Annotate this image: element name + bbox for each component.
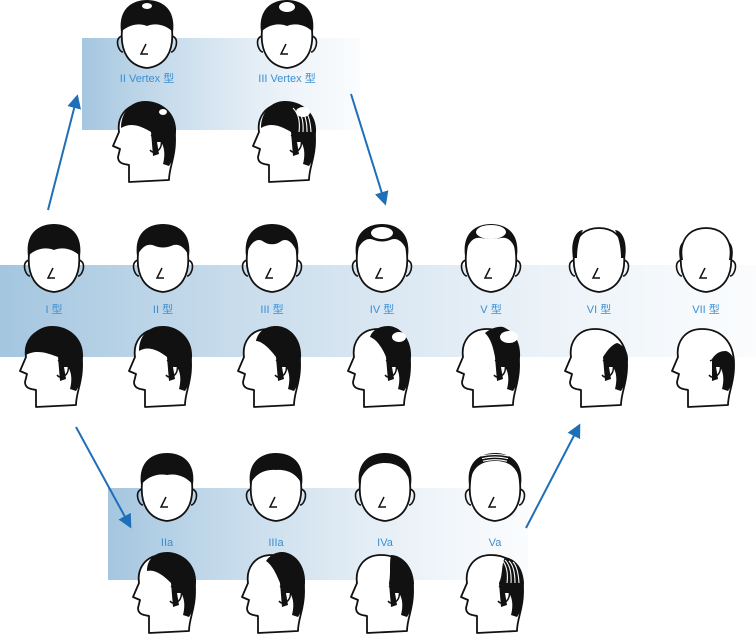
hair-front	[260, 0, 314, 32]
arrow-I-to-IIa	[75, 426, 132, 529]
head-front-III	[241, 224, 303, 293]
stage-label-II: II 型	[152, 304, 174, 316]
stage-label-IIa: IIa	[160, 537, 174, 549]
head-front-III-vertex	[256, 0, 318, 69]
stage-label-II-vertex: II Vertex 型	[119, 73, 175, 85]
head-side-III	[237, 326, 302, 408]
hair-side	[389, 555, 414, 617]
head-front-I	[23, 224, 85, 293]
hair-front	[355, 224, 409, 256]
stage-label-VI: VI 型	[586, 304, 612, 316]
arrow-I-to-II-vertex	[47, 94, 81, 211]
head-front-V	[460, 224, 522, 293]
hair-front	[249, 453, 303, 485]
hair-side	[147, 552, 197, 617]
head-side-VI	[564, 328, 628, 408]
hair-side	[712, 351, 735, 391]
head-side-II-vertex	[112, 101, 177, 183]
head-front-IV	[351, 224, 413, 293]
bald-spot	[159, 109, 167, 115]
head-front-II	[132, 224, 194, 293]
hair-front	[136, 224, 190, 256]
head-illustrations	[19, 0, 737, 634]
hair-side	[603, 343, 628, 391]
hair-side	[485, 326, 521, 391]
head-front-IIIa	[245, 453, 307, 522]
head-side-VII	[671, 328, 735, 408]
stage-label-IVa: IVa	[377, 537, 393, 549]
hair-front	[572, 230, 626, 258]
head-side-IVa	[350, 554, 414, 634]
stage-label-III-vertex: III Vertex 型	[258, 73, 316, 85]
head-side-V	[456, 326, 521, 408]
head-front-IIa	[136, 453, 198, 522]
hair-side	[26, 326, 84, 391]
head-front-IVa	[354, 453, 416, 522]
bald-spot	[392, 332, 406, 342]
head-side-I	[19, 326, 84, 408]
face-outline	[679, 227, 733, 293]
stage-label-V: V 型	[480, 304, 502, 316]
hair-side	[121, 101, 177, 166]
bald-spot	[500, 331, 518, 343]
progression-arrows	[47, 93, 581, 529]
hair-front	[120, 0, 174, 32]
head-side-III-vertex	[252, 101, 317, 183]
hair-side	[256, 326, 302, 391]
stage-label-I: I 型	[45, 304, 63, 316]
stage-label-IV: IV 型	[369, 304, 395, 316]
head-side-IIa	[132, 552, 197, 634]
head-front-II-vertex	[116, 0, 178, 69]
face-outline	[572, 227, 626, 293]
bald-spot	[371, 227, 393, 239]
hair-side	[139, 326, 193, 391]
hair-front	[245, 224, 299, 256]
arrow-III-vertex-to-IV	[350, 93, 389, 206]
head-front-VII	[675, 227, 737, 293]
stage-label-VII: VII 型	[692, 304, 720, 316]
bald-spot	[142, 3, 152, 9]
head-side-Va	[460, 554, 524, 634]
bald-spot	[279, 2, 295, 12]
stage-label-Va: Va	[488, 537, 502, 549]
head-side-IV	[347, 326, 412, 408]
stage-label-IIIa: IIIa	[268, 537, 284, 549]
bald-spot	[476, 225, 506, 239]
hair-front	[468, 453, 522, 485]
hair-front	[27, 224, 81, 256]
head-side-IIIa	[241, 552, 306, 634]
hair-side	[266, 552, 306, 617]
head-front-VI	[568, 227, 630, 293]
stage-label-III: III 型	[260, 304, 284, 316]
hair-front	[140, 453, 194, 485]
head-front-Va	[464, 453, 526, 522]
head-side-II	[128, 326, 193, 408]
arrow-Va-to-VI	[525, 423, 581, 529]
hair-front	[358, 453, 412, 485]
hair-side	[370, 326, 412, 391]
